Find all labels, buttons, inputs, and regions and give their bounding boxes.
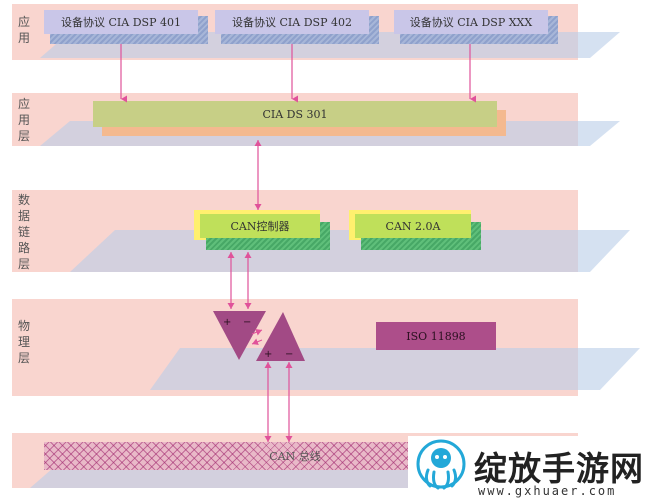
driver-minus: − xyxy=(243,317,251,328)
cross-arrow-2 xyxy=(251,338,263,346)
watermark-logo: 绽放手游网 www.gxhuaer.com xyxy=(408,436,658,500)
protocol-box-401: 设备协议 CIA DSP 401 xyxy=(44,10,198,34)
cross-arrow-1 xyxy=(251,328,263,336)
receiver-plus: + xyxy=(264,349,272,360)
can-controller-box: CAN控制器 xyxy=(200,214,320,238)
cia-ds-301-box: CIA DS 301 xyxy=(93,101,497,127)
label-application-layer: 应用层 xyxy=(18,97,31,143)
label-physical-layer: 物理层 xyxy=(18,319,31,365)
iso-11898-box: ISO 11898 xyxy=(376,322,496,350)
driver-plus: + xyxy=(223,317,231,328)
driver-triangle xyxy=(213,311,266,360)
label-application: 应用 xyxy=(18,15,31,45)
octopus-logo-icon xyxy=(416,439,466,490)
can-20a-box: CAN 2.0A xyxy=(355,214,471,238)
watermark-url: www.gxhuaer.com xyxy=(478,484,617,498)
watermark-brand: 绽放手游网 xyxy=(474,449,644,488)
protocol-box-402: 设备协议 CIA DSP 402 xyxy=(215,10,369,34)
protocol-box-xxx: 设备协议 CIA DSP XXX xyxy=(394,10,548,34)
receiver-minus: − xyxy=(285,349,293,360)
receiver-triangle xyxy=(256,312,305,361)
label-data-link-layer: 数据链路层 xyxy=(18,193,31,271)
can-bus-label: CAN 总线 xyxy=(269,450,321,463)
